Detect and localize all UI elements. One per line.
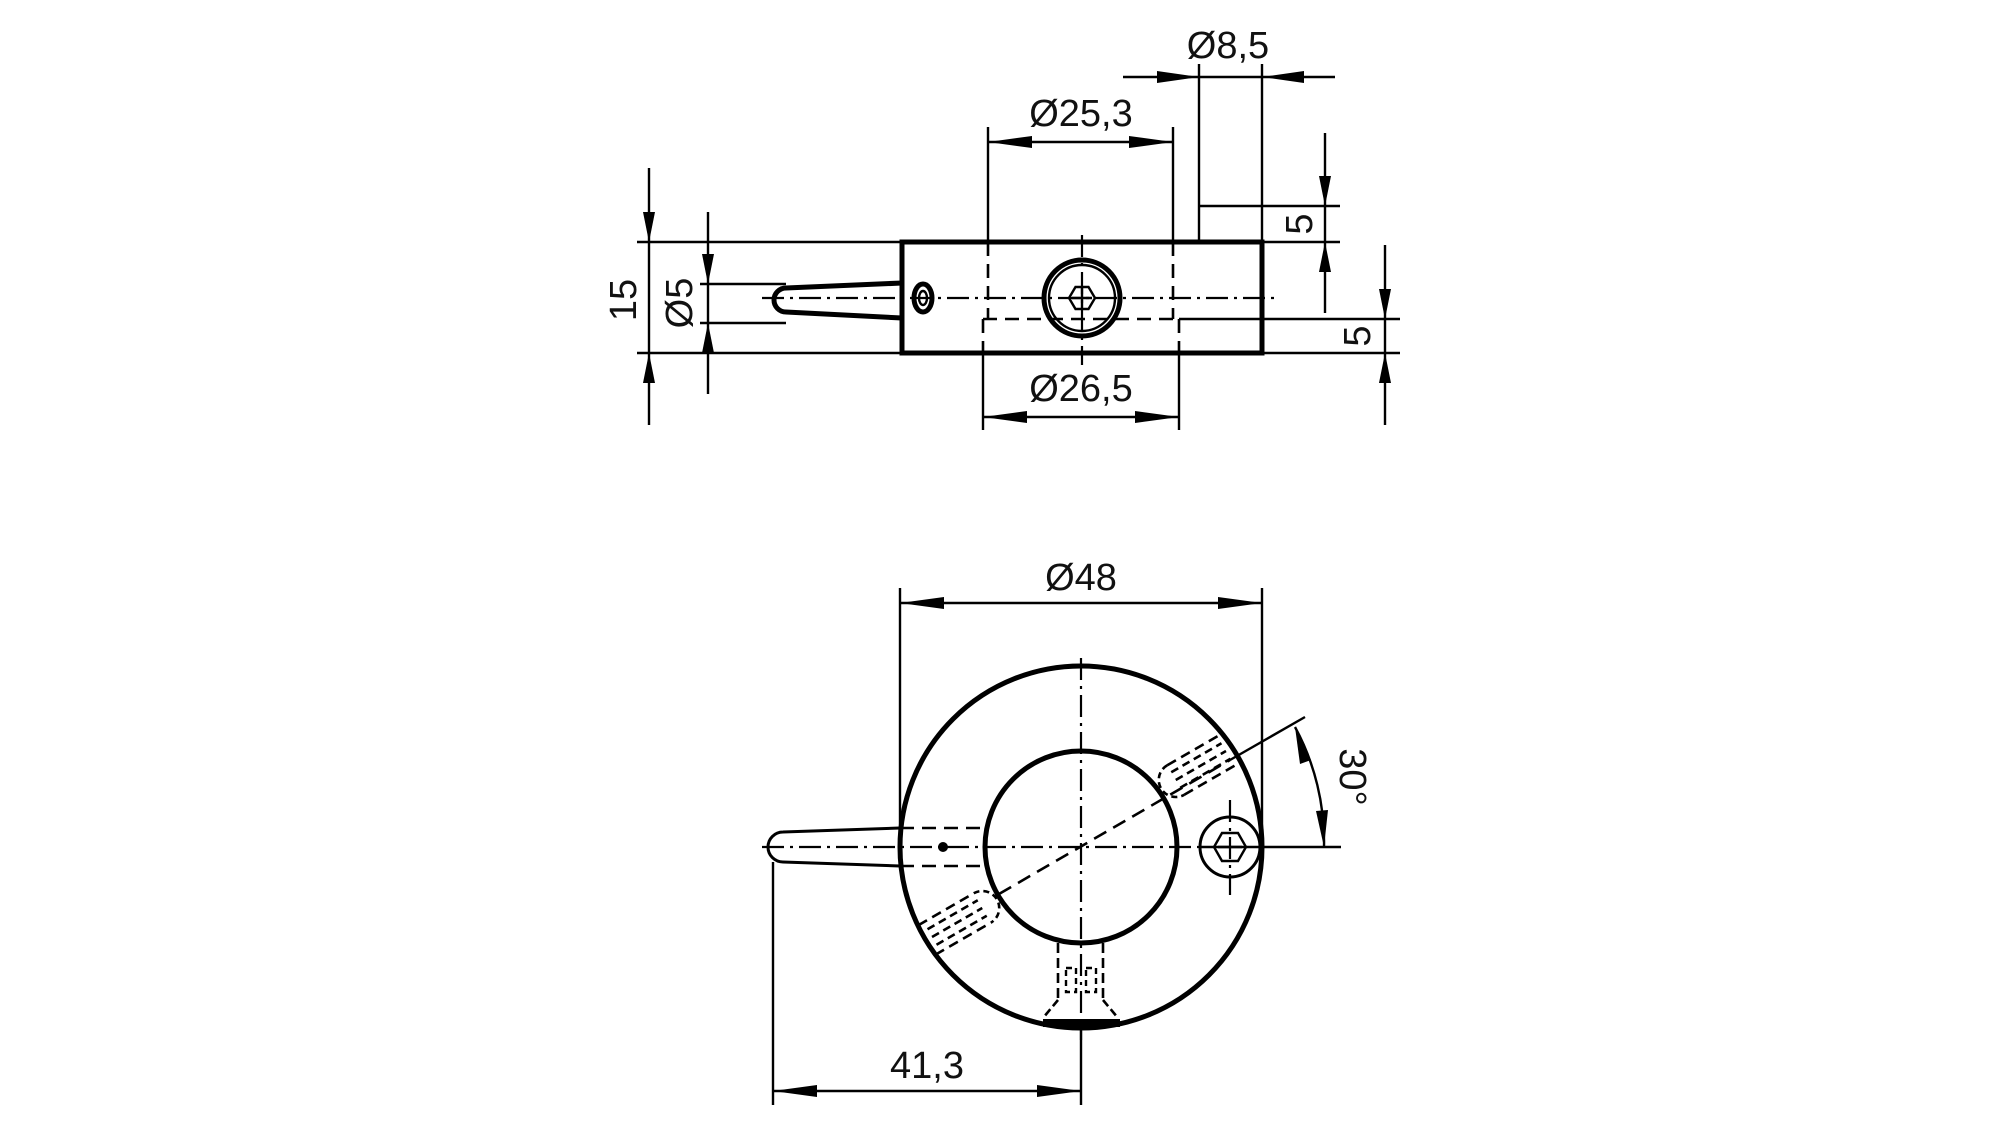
dim-pin-diameter: Ø5 (659, 278, 701, 329)
arrow-down-icon (1379, 289, 1391, 319)
dim-bore-top: Ø25,3 (1029, 93, 1133, 135)
arrow-left-icon (988, 136, 1032, 148)
dim-offset-bottom: 5 (1337, 325, 1379, 346)
lever (766, 826, 901, 868)
arrow-left-icon (900, 597, 944, 609)
angle-ref-line (1229, 715, 1306, 762)
arrow-up-icon (643, 353, 655, 383)
arrow-down-icon (702, 254, 714, 284)
arrow-left-icon (983, 411, 1027, 423)
lever-pin (771, 280, 903, 321)
arrow-right-icon (1135, 411, 1179, 423)
hidden-set-pin-lower (917, 889, 1001, 956)
bottom-flat (1043, 1019, 1120, 1027)
screw-head-inner (1047, 263, 1117, 333)
dim-lever-length: 41,3 (890, 1045, 964, 1087)
arrow-down-icon (1319, 176, 1331, 206)
arrow-angle-up-icon (1295, 727, 1311, 764)
arrow-up-icon (1379, 353, 1391, 383)
hidden-bottom-screw (1042, 943, 1119, 1019)
arrow-right-icon (1129, 136, 1173, 148)
dim-screw-head-height: 5 (1279, 213, 1321, 234)
arrow-left-icon (773, 1085, 817, 1097)
side-view: 15 Ø5 Ø25,3 Ø8,5 5 5 (603, 25, 1400, 430)
arrow-angle-down-icon (1316, 810, 1328, 847)
arrow-up-icon (702, 323, 714, 353)
hidden-set-pin-upper (1157, 732, 1241, 799)
dim-height-total: 15 (603, 279, 645, 321)
front-view: Ø48 30° 41,3 (762, 557, 1373, 1105)
dim-outer-diameter: Ø48 (1045, 557, 1117, 599)
lever-pin-hole-icon (938, 842, 948, 852)
hidden-axis-30deg (998, 758, 1231, 896)
dim-angle: 30° (1331, 748, 1373, 805)
arrow-left-icon (1262, 71, 1304, 83)
arrow-right-icon (1037, 1085, 1081, 1097)
dim-bore-bottom: Ø26,5 (1029, 368, 1133, 410)
dim-screw-head: Ø8,5 (1187, 25, 1269, 67)
arrow-right-icon (1218, 597, 1262, 609)
screw-head-outer (1041, 257, 1123, 339)
arrow-right-icon (1157, 71, 1199, 83)
hex-socket-icon (1067, 285, 1097, 311)
arrow-down-icon (643, 212, 655, 242)
arrow-up-icon (1319, 242, 1331, 272)
